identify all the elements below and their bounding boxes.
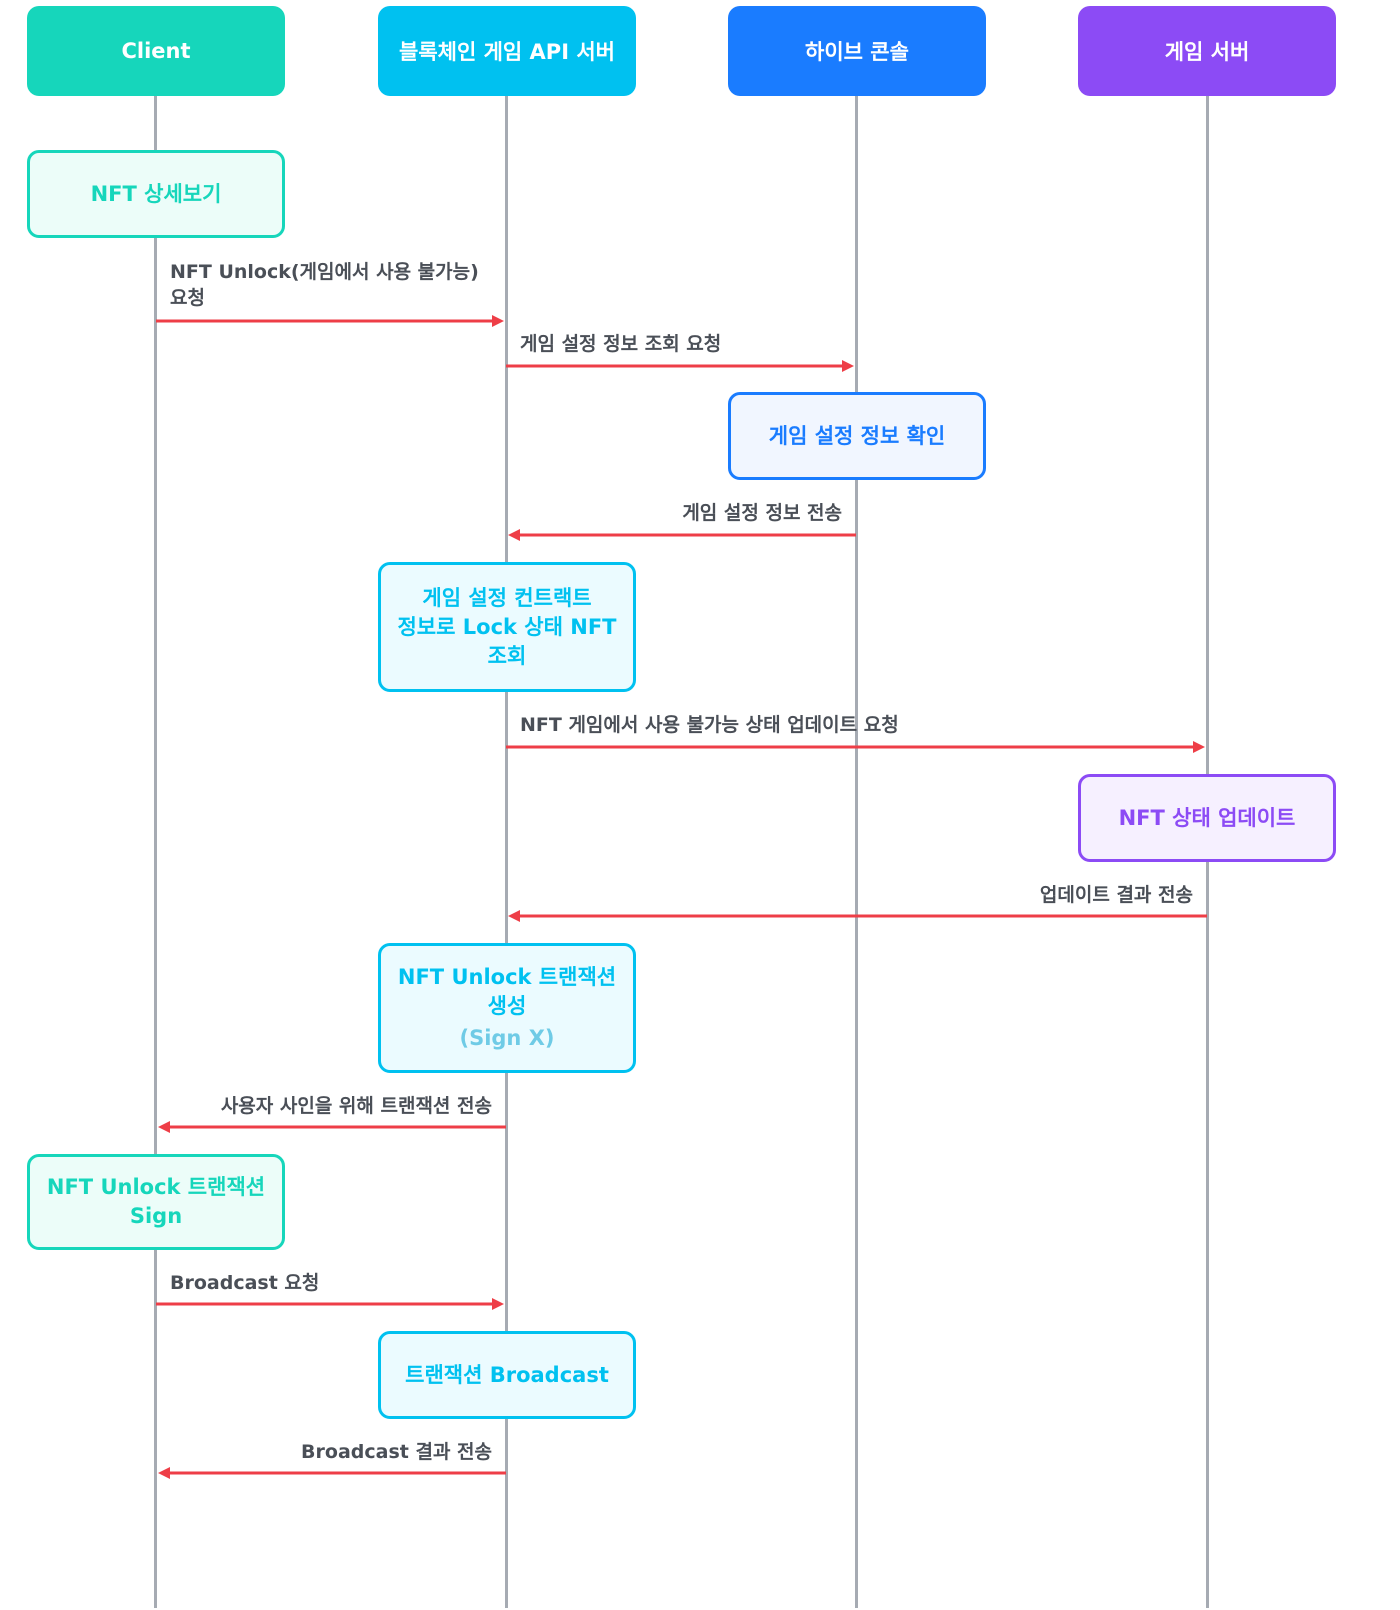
- step-query-lock-nft-line1: 게임 설정 컨트랙트: [422, 585, 592, 610]
- step-query-lock-nft-line3: 조회: [487, 643, 527, 668]
- step-nft-state-update: NFT 상태 업데이트: [1078, 774, 1336, 862]
- message-arrow-head-2: [842, 360, 854, 372]
- lifeline-hive: [855, 96, 858, 1608]
- step-nft-state-update-text: NFT 상태 업데이트: [1118, 805, 1296, 830]
- message-unlock-request-line2: 요청: [170, 287, 205, 309]
- step-nft-detail-text: NFT 상세보기: [90, 181, 222, 206]
- step-sign-unlock-tx-line1: NFT Unlock 트랜잭션: [46, 1175, 266, 1199]
- message-update-result-label: 업데이트 결과 전송: [1039, 884, 1193, 906]
- step-create-unlock-tx: NFT Unlock 트랜잭션 생성 (Sign X): [378, 943, 636, 1073]
- lifeline-api: [505, 96, 508, 1608]
- message-unlock-request-label: NFT Unlock(게임에서 사용 불가능) 요청: [170, 259, 479, 311]
- step-check-game-config-text: 게임 설정 정보 확인: [768, 423, 946, 448]
- step-sign-unlock-tx: NFT Unlock 트랜잭션 Sign: [27, 1154, 285, 1250]
- message-arrow-head-1: [492, 315, 504, 327]
- message-game-config-request-label: 게임 설정 정보 조회 요청: [520, 333, 722, 355]
- actor-hive-console: 하이브 콘솔: [728, 6, 986, 96]
- step-tx-broadcast-text: 트랜잭션 Broadcast: [405, 1362, 609, 1387]
- step-nft-detail: NFT 상세보기: [27, 150, 285, 238]
- step-query-lock-nft-line2: 정보로 Lock 상태 NFT: [397, 614, 617, 639]
- step-create-unlock-tx-line2: 생성: [487, 994, 527, 1018]
- actor-client: Client: [27, 6, 285, 96]
- message-arrow-head-4: [1193, 741, 1205, 753]
- message-arrow-head-8: [158, 1467, 170, 1479]
- message-arrow-head-5: [508, 910, 520, 922]
- step-create-unlock-tx-note: (Sign X): [459, 1026, 555, 1050]
- message-broadcast-result-label: Broadcast 결과 전송: [301, 1441, 492, 1463]
- message-arrow-head-6: [158, 1121, 170, 1133]
- actor-game-server: 게임 서버: [1078, 6, 1336, 96]
- step-create-unlock-tx-line1: NFT Unlock 트랜잭션: [397, 965, 617, 989]
- step-query-lock-nft: 게임 설정 컨트랙트 정보로 Lock 상태 NFT 조회: [378, 562, 636, 692]
- step-tx-broadcast: 트랜잭션 Broadcast: [378, 1331, 636, 1419]
- step-check-game-config: 게임 설정 정보 확인: [728, 392, 986, 480]
- step-sign-unlock-tx-line2: Sign: [129, 1204, 183, 1228]
- message-send-tx-for-sign-label: 사용자 사인을 위해 트랜잭션 전송: [220, 1095, 492, 1117]
- message-arrow-head-3: [508, 529, 520, 541]
- message-game-config-send-label: 게임 설정 정보 전송: [682, 502, 842, 524]
- actor-api-server: 블록체인 게임 API 서버: [378, 6, 636, 96]
- message-arrow-head-7: [492, 1298, 504, 1310]
- message-update-request-label: NFT 게임에서 사용 불가능 상태 업데이트 요청: [520, 714, 899, 736]
- message-unlock-request-line1: NFT Unlock(게임에서 사용 불가능): [170, 261, 479, 283]
- message-broadcast-request-label: Broadcast 요청: [170, 1272, 320, 1294]
- lifeline-client: [154, 96, 157, 1608]
